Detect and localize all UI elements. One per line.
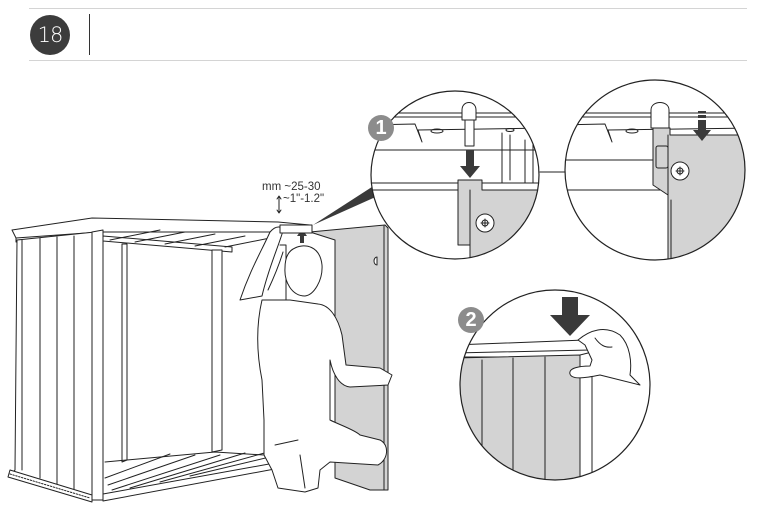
header-divider bbox=[89, 14, 90, 55]
down-arrow-2-icon bbox=[693, 111, 711, 141]
down-arrow-3-icon bbox=[550, 297, 590, 336]
detail-2-drawing bbox=[460, 290, 650, 480]
measurement-metric: mm ~25-30 bbox=[262, 181, 321, 193]
person-drawing bbox=[239, 226, 393, 493]
detail-1-drawing bbox=[371, 91, 539, 259]
detail-1b-drawing bbox=[565, 80, 745, 260]
callout-badge-1: 1 bbox=[368, 115, 394, 141]
down-arrow-1-icon bbox=[460, 150, 480, 178]
shed-frame-drawing bbox=[7, 217, 311, 503]
measurement-imperial: ~1"-1.2" bbox=[283, 193, 325, 205]
header-bottom-rule bbox=[29, 60, 747, 61]
step-number-badge: 18 bbox=[30, 15, 70, 55]
callout-pointer bbox=[313, 185, 380, 225]
callout-badge-2: 2 bbox=[458, 307, 484, 333]
header-top-rule bbox=[29, 8, 747, 9]
back-panel-drawing bbox=[309, 224, 389, 491]
